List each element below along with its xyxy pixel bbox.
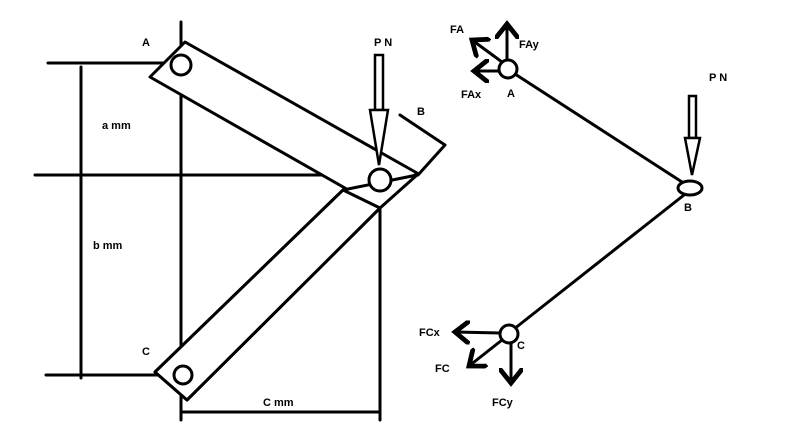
pin-c-fbd bbox=[498, 323, 520, 345]
label-c: C bbox=[142, 346, 150, 358]
fcx-arrow bbox=[455, 332, 502, 333]
label-fay: FAy bbox=[519, 39, 540, 51]
pin-b bbox=[367, 167, 393, 193]
member-ab-line bbox=[513, 72, 684, 184]
member-bc-body bbox=[153, 188, 382, 402]
load-arrow bbox=[368, 53, 390, 166]
pin-a-fbd bbox=[497, 58, 519, 80]
label-load: P N bbox=[374, 37, 392, 49]
member-bc-line bbox=[512, 193, 686, 331]
pin-b-fbd bbox=[676, 179, 704, 197]
label-a-fbd: A bbox=[507, 88, 515, 100]
label-fcx: FCx bbox=[419, 327, 441, 339]
member-b-bracket bbox=[398, 113, 447, 177]
structure-drawing: A P N B a mm b mm C C mm bbox=[33, 20, 447, 422]
label-b-fbd: B bbox=[684, 202, 692, 214]
label-c-fbd: C bbox=[517, 340, 525, 352]
label-fax: FAx bbox=[461, 89, 482, 101]
label-dim-c: C mm bbox=[263, 397, 294, 409]
pin-a bbox=[169, 53, 193, 77]
label-load-fbd: P N bbox=[709, 72, 727, 84]
label-fa: FA bbox=[450, 24, 464, 36]
label-dim-a: a mm bbox=[102, 120, 131, 132]
fc-arrow bbox=[469, 338, 504, 366]
fa-arrow bbox=[472, 40, 504, 64]
load-arrow-fbd bbox=[683, 94, 702, 176]
label-b: B bbox=[417, 106, 425, 118]
pin-c bbox=[172, 364, 194, 386]
label-fc: FC bbox=[435, 363, 450, 375]
label-dim-b: b mm bbox=[93, 240, 123, 252]
label-a: A bbox=[142, 37, 150, 49]
label-fcy: FCy bbox=[492, 397, 514, 409]
free-body-diagram: FA FAy FAx A P N B FCx FC C FCy bbox=[419, 24, 727, 409]
